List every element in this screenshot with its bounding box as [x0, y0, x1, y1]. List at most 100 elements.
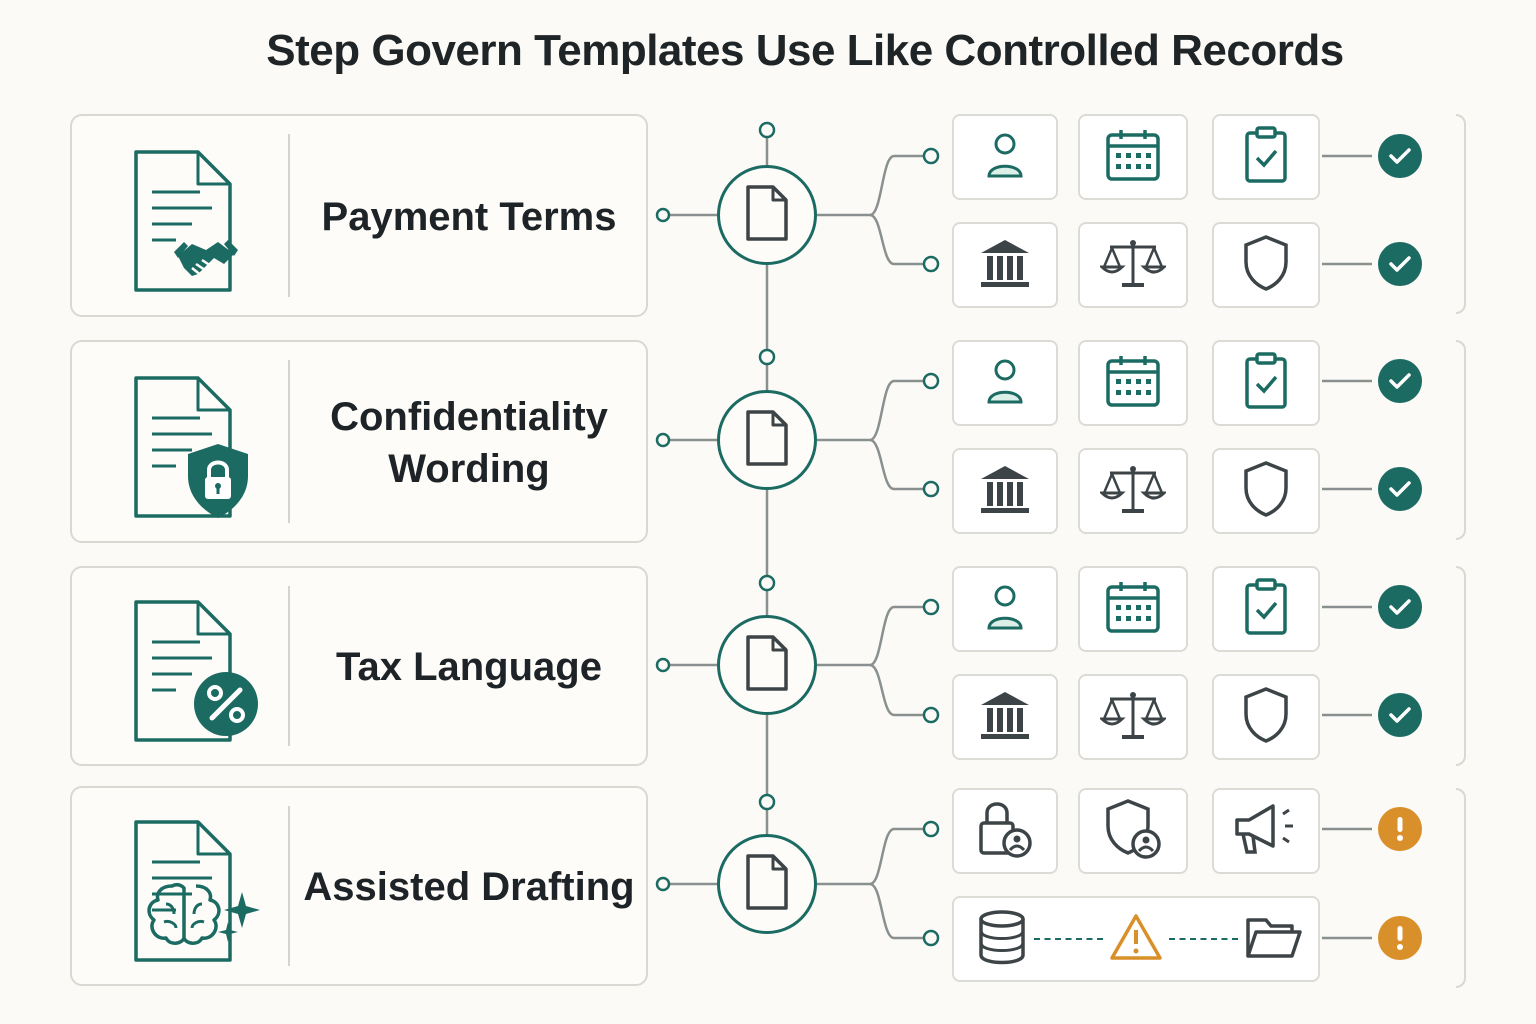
- template-panel[interactable]: Tax Language: [70, 566, 648, 766]
- check-tile[interactable]: [1078, 448, 1188, 534]
- lock-person-icon: [975, 799, 1035, 864]
- branch-line: [869, 154, 924, 217]
- template-panel[interactable]: Confidentiality Wording: [70, 340, 648, 543]
- panel-port-dot: [655, 876, 671, 892]
- checkmark-icon: [1388, 254, 1412, 274]
- template-panel[interactable]: Assisted Drafting: [70, 786, 648, 986]
- exclamation-icon: [1395, 925, 1405, 951]
- person-icon: [983, 356, 1027, 411]
- check-tile[interactable]: [952, 340, 1058, 426]
- panel-divider: [288, 134, 290, 297]
- check-tile[interactable]: [952, 114, 1058, 200]
- check-tile[interactable]: [1212, 674, 1320, 760]
- check-tile[interactable]: [952, 788, 1058, 874]
- checkmark-icon: [1388, 705, 1412, 725]
- check-tile[interactable]: [1078, 114, 1188, 200]
- panel-port-dot: [655, 657, 671, 673]
- status-ok-badge: [1378, 242, 1422, 286]
- bank-icon: [977, 235, 1033, 296]
- exclamation-icon: [1395, 816, 1405, 842]
- scales-icon: [1098, 687, 1168, 748]
- person-icon: [983, 582, 1027, 637]
- calendar-icon: [1104, 127, 1162, 188]
- document-percent-icon: [132, 598, 282, 763]
- check-tile[interactable]: [1212, 114, 1320, 200]
- template-node[interactable]: [717, 165, 817, 265]
- bank-icon: [977, 461, 1033, 522]
- panel-port-dot: [655, 432, 671, 448]
- clipboard-check-icon: [1242, 351, 1290, 416]
- check-tile[interactable]: [1078, 674, 1188, 760]
- group-bracket: [1456, 114, 1466, 314]
- bank-icon: [977, 687, 1033, 748]
- dashed-connector: [1169, 938, 1238, 940]
- branch-line: [869, 882, 924, 940]
- check-tile[interactable]: [1212, 788, 1320, 874]
- panel-port-dot: [655, 207, 671, 223]
- database-icon: [976, 909, 1028, 970]
- person-icon: [983, 130, 1027, 185]
- megaphone-icon: [1231, 800, 1301, 863]
- dashed-connector: [1034, 938, 1103, 940]
- calendar-icon: [1104, 353, 1162, 414]
- check-tile[interactable]: [1078, 222, 1188, 308]
- group-bracket: [1456, 788, 1466, 988]
- file-icon: [742, 408, 792, 473]
- status-warning-badge: [1378, 807, 1422, 851]
- check-tile[interactable]: [1078, 340, 1188, 426]
- shield-icon: [1242, 234, 1290, 297]
- template-node[interactable]: [717, 834, 817, 934]
- status-warning-badge: [1378, 916, 1422, 960]
- branch-line: [869, 663, 924, 717]
- status-ok-badge: [1378, 585, 1422, 629]
- check-tile[interactable]: [1212, 222, 1320, 308]
- branch-line: [869, 438, 924, 491]
- branch-dot: [922, 372, 940, 390]
- template-label: Tax Language: [336, 645, 602, 690]
- template-node[interactable]: [717, 390, 817, 490]
- template-panel[interactable]: Payment Terms: [70, 114, 648, 317]
- check-tile[interactable]: [1212, 566, 1320, 652]
- panel-divider: [288, 806, 290, 966]
- checkmark-icon: [1388, 146, 1412, 166]
- status-ok-badge: [1378, 693, 1422, 737]
- panel-divider: [288, 586, 290, 746]
- branch-dot: [922, 480, 940, 498]
- spine-dot: [758, 121, 776, 139]
- check-tile[interactable]: [952, 674, 1058, 760]
- check-tile[interactable]: [1078, 566, 1188, 652]
- shield-icon: [1242, 686, 1290, 749]
- status-ok-badge: [1378, 467, 1422, 511]
- spine-dot: [758, 574, 776, 592]
- check-tile[interactable]: [952, 448, 1058, 534]
- branch-line: [869, 213, 924, 266]
- branch-dot: [922, 706, 940, 724]
- file-icon: [742, 633, 792, 698]
- check-tile[interactable]: [952, 566, 1058, 652]
- template-label: Payment Terms: [321, 194, 617, 239]
- check-tile[interactable]: [1078, 788, 1188, 874]
- checkmark-icon: [1388, 371, 1412, 391]
- shield-person-icon: [1102, 798, 1164, 865]
- check-tile[interactable]: [1212, 448, 1320, 534]
- checkmark-icon: [1388, 597, 1412, 617]
- template-label: Assisted Drafting: [303, 865, 635, 910]
- group-bracket: [1456, 340, 1466, 540]
- data-flow-tile[interactable]: [952, 896, 1320, 982]
- branch-line: [869, 605, 924, 667]
- check-tile[interactable]: [952, 222, 1058, 308]
- branch-line: [869, 379, 924, 442]
- document-handshake-icon: [132, 148, 282, 313]
- spine-dot: [758, 793, 776, 811]
- template-label: Confidentiality Wording: [330, 395, 608, 491]
- checkmark-icon: [1388, 479, 1412, 499]
- group-bracket: [1456, 566, 1466, 766]
- template-node[interactable]: [717, 615, 817, 715]
- folder-icon: [1244, 912, 1304, 967]
- check-tile[interactable]: [1212, 340, 1320, 426]
- spine-dot: [758, 348, 776, 366]
- status-ok-badge: [1378, 134, 1422, 178]
- page-title: Step Govern Templates Use Like Controlle…: [266, 26, 1344, 75]
- status-ok-badge: [1378, 359, 1422, 403]
